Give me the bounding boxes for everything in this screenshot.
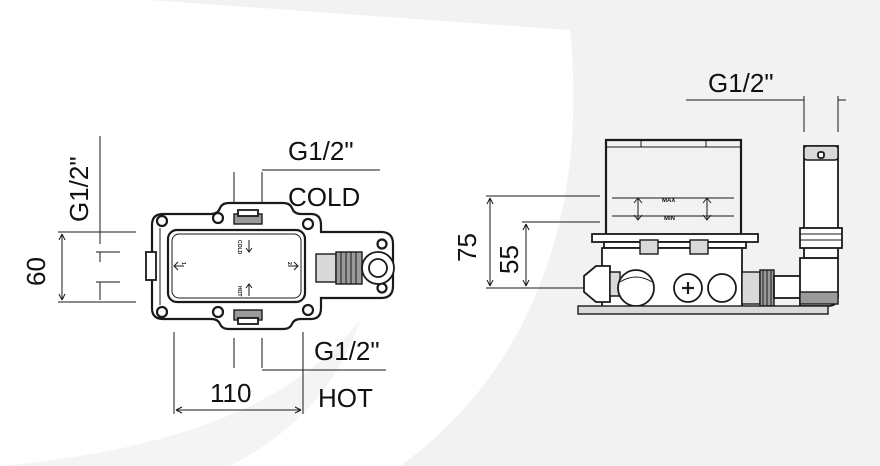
top-thread-label: G1/2" bbox=[708, 68, 774, 98]
mounting-plate bbox=[150, 201, 395, 331]
min-label: MIN bbox=[664, 216, 675, 222]
hot-port-nut bbox=[233, 309, 263, 325]
svg-text:COLD: COLD bbox=[236, 240, 242, 255]
max-depth-label: 75 bbox=[452, 233, 482, 262]
svg-text:2: 2 bbox=[286, 262, 292, 265]
front-view: 1 2 COLD HOT G1/2" COL bbox=[21, 136, 395, 414]
side-thread-dimension: G1/2" bbox=[64, 136, 120, 300]
side-left-nut bbox=[583, 265, 621, 303]
hot-thread-dimension: G1/2" HOT bbox=[233, 336, 386, 413]
side-view: MAX MIN bbox=[452, 68, 846, 315]
min-depth-dimension: 55 bbox=[494, 221, 600, 289]
side-right-connector bbox=[741, 269, 803, 307]
min-depth-label: 55 bbox=[494, 245, 524, 274]
cold-port-marker: COLD bbox=[236, 240, 253, 255]
max-label: MAX bbox=[662, 198, 675, 204]
width-dimension: 110 bbox=[173, 332, 304, 414]
cold-thread-label: G1/2" bbox=[288, 136, 354, 166]
mounting-holes bbox=[155, 211, 388, 319]
svg-text:HOT: HOT bbox=[236, 286, 242, 297]
cold-label: COLD bbox=[288, 182, 360, 212]
valve-body bbox=[166, 228, 307, 304]
cold-thread-dimension: G1/2" COLD bbox=[233, 136, 380, 212]
svg-text:1: 1 bbox=[180, 262, 186, 265]
height-dimension: 60 bbox=[21, 231, 136, 303]
flow-arrow-left: 1 bbox=[173, 261, 186, 271]
hot-port-marker: HOT bbox=[236, 283, 253, 297]
mounting-flange bbox=[591, 233, 759, 249]
width-dimension-label: 110 bbox=[210, 378, 251, 408]
side-cartridge bbox=[617, 269, 737, 307]
hot-thread-label: G1/2" bbox=[314, 336, 380, 366]
flow-arrow-right: 2 bbox=[286, 261, 299, 271]
height-dimension-label: 60 bbox=[21, 257, 51, 286]
side-elbow bbox=[799, 257, 839, 307]
side-thread-label: G1/2" bbox=[64, 156, 94, 222]
hot-label: HOT bbox=[318, 383, 373, 413]
side-riser-pipe bbox=[799, 145, 843, 259]
top-thread-dimension: G1/2" bbox=[686, 68, 846, 132]
side-inlet-stub bbox=[145, 251, 157, 281]
cold-port-nut bbox=[233, 209, 263, 225]
outlet-fitting bbox=[315, 251, 395, 285]
side-base-plate bbox=[577, 305, 829, 315]
